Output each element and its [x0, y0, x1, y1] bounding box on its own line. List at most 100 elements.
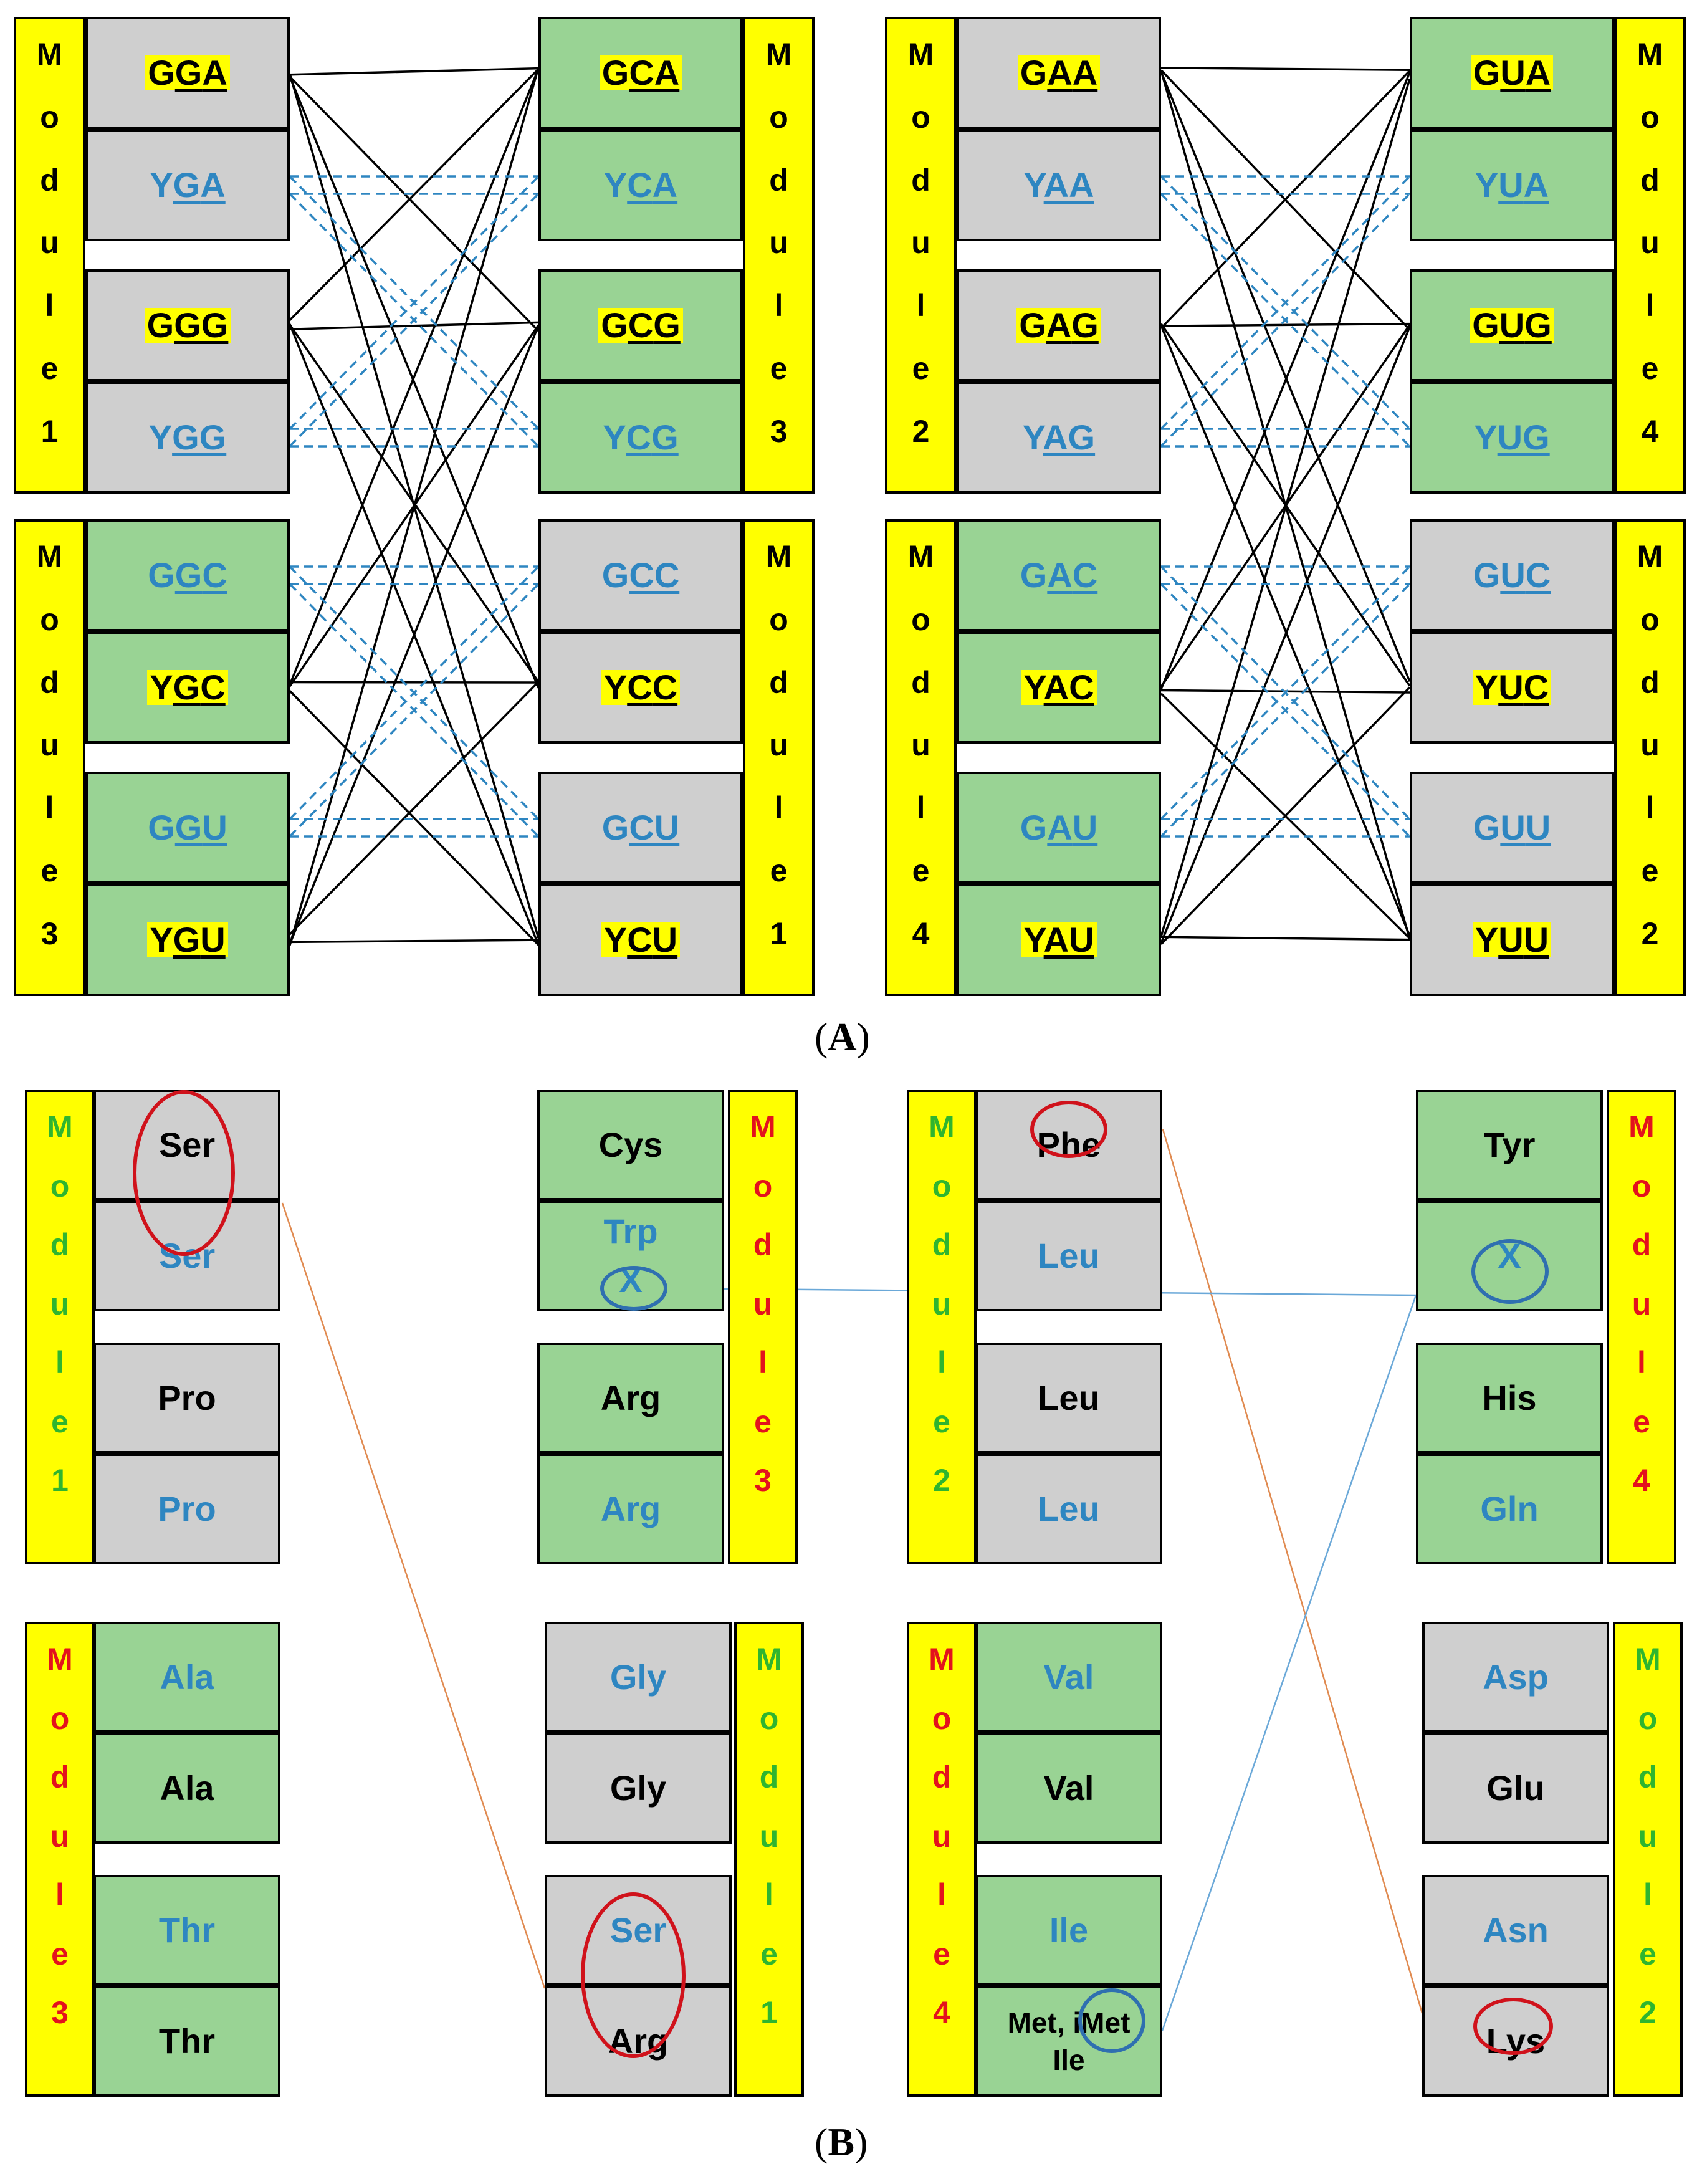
amino-cell-ile: Ile	[975, 1875, 1162, 1986]
amino-text: X	[1498, 1238, 1521, 1273]
codon-cell-yca: YCA	[538, 129, 743, 241]
codon-text: YUA	[1475, 168, 1549, 203]
module-tab-label: Module2	[1614, 541, 1686, 949]
amino-cell-met-imet: Met, iMetIle	[975, 1986, 1162, 2097]
module-tab-label: Module3	[25, 1644, 95, 2028]
amino-cell-gly: Gly	[545, 1733, 732, 1844]
codon-text: GCU	[602, 810, 679, 845]
codon-text: YGC	[147, 670, 227, 705]
codon-text: GGU	[148, 810, 227, 845]
module-tab-label: Module1	[25, 1111, 95, 1496]
codon-cell-yau: YAU	[957, 884, 1161, 996]
amino-cell-val: Val	[975, 1622, 1162, 1733]
amino-cell-asn: Asn	[1422, 1875, 1609, 1986]
module-tab-label: Module4	[1614, 39, 1686, 447]
amino-text: Ser	[159, 1238, 215, 1273]
codon-text: YUU	[1473, 922, 1551, 957]
codon-text: GCC	[602, 558, 679, 593]
amino-text: Gly	[610, 1771, 666, 1806]
amino-text-secondary: Ile	[1053, 2046, 1084, 2074]
codon-cell-ggc: GGC	[85, 519, 290, 631]
codon-text: GGC	[148, 558, 227, 593]
codon-text: YUC	[1473, 670, 1551, 705]
amino-text: Lys	[1486, 2024, 1545, 2059]
amino-cell-ser: Ser	[93, 1200, 280, 1311]
codon-text: GGA	[145, 55, 230, 90]
amino-cell-tyr: Tyr	[1416, 1090, 1603, 1200]
codon-cell-gua: GUA	[1410, 17, 1614, 129]
amino-text: Leu	[1038, 1492, 1100, 1526]
codon-cell-ycc: YCC	[538, 631, 743, 744]
codon-cell-gag: GAG	[957, 269, 1161, 381]
amino-text-secondary: X	[619, 1263, 642, 1298]
amino-text: Cys	[599, 1128, 663, 1162]
codon-text: GAC	[1020, 558, 1097, 593]
codon-cell-yug: YUG	[1410, 381, 1614, 494]
codon-cell-gca: GCA	[538, 17, 743, 129]
amino-text: Phe	[1037, 1128, 1101, 1162]
codon-text: GCG	[598, 308, 683, 343]
codon-text: YAA	[1023, 168, 1094, 203]
codon-cell-gga: GGA	[85, 17, 290, 129]
module-tab-label: Module2	[907, 1111, 977, 1496]
amino-cell-trp: TrpX	[537, 1200, 724, 1311]
amino-text: Thr	[159, 2024, 215, 2059]
amino-text: Val	[1044, 1771, 1094, 1806]
codon-text: YCC	[601, 670, 680, 705]
codon-cell-yuc: YUC	[1410, 631, 1614, 744]
amino-cell-gln: Gln	[1416, 1454, 1603, 1564]
amino-cell-pro: Pro	[93, 1343, 280, 1454]
codon-text: YGG	[149, 420, 226, 455]
codon-cell-yga: YGA	[85, 129, 290, 241]
amino-cell-ser: Ser	[545, 1875, 732, 1986]
codon-cell-ygu: YGU	[85, 884, 290, 996]
amino-cell-pro: Pro	[93, 1454, 280, 1564]
codon-cell-gcc: GCC	[538, 519, 743, 631]
amino-cell-arg: Arg	[537, 1454, 724, 1564]
amino-text: Ala	[160, 1771, 214, 1806]
amino-cell-leu: Leu	[975, 1200, 1162, 1311]
module-tab-label: Module4	[885, 541, 957, 949]
module-tab-label: Module3	[743, 39, 815, 447]
module-tab-label: Module3	[14, 541, 85, 949]
codon-cell-gau: GAU	[957, 772, 1161, 884]
amino-cell-phe: Phe	[975, 1090, 1162, 1200]
module-tab-label: Module2	[1613, 1644, 1683, 2028]
amino-cell-ala: Ala	[93, 1622, 280, 1733]
amino-text: Ser	[159, 1128, 215, 1162]
codon-text: YGA	[150, 168, 225, 203]
module-tab-label: Module3	[728, 1111, 798, 1496]
amino-cell-x: X	[1416, 1200, 1603, 1311]
amino-cell-gly: Gly	[545, 1622, 732, 1733]
codon-cell-ggg: GGG	[85, 269, 290, 381]
codon-cell-gcg: GCG	[538, 269, 743, 381]
amino-text: Ser	[610, 1913, 666, 1948]
codon-text: YCG	[603, 420, 678, 455]
module-tab-label: Module1	[743, 541, 815, 949]
amino-text: Val	[1044, 1660, 1094, 1695]
amino-cell-asp: Asp	[1422, 1622, 1609, 1733]
codon-text: GUU	[1473, 810, 1551, 845]
panel-b-caption: (B)	[815, 2119, 868, 2165]
module-tab-label: Module1	[734, 1644, 804, 2028]
amino-cell-his: His	[1416, 1343, 1603, 1454]
codon-cell-yuu: YUU	[1410, 884, 1614, 996]
module-tab-label: Module1	[14, 39, 85, 447]
panel-a-caption: (A)	[815, 1014, 870, 1060]
codon-text: YAG	[1023, 420, 1095, 455]
codon-cell-ygc: YGC	[85, 631, 290, 744]
codon-cell-ycg: YCG	[538, 381, 743, 494]
module-tab-label: Module2	[885, 39, 957, 447]
amino-text: His	[1482, 1381, 1536, 1415]
amino-cell-ala: Ala	[93, 1733, 280, 1844]
amino-text: Leu	[1038, 1238, 1100, 1273]
amino-text: Tyr	[1484, 1128, 1536, 1162]
amino-cell-thr: Thr	[93, 1986, 280, 2097]
codon-cell-yaa: YAA	[957, 129, 1161, 241]
codon-text: GAU	[1020, 810, 1097, 845]
amino-cell-val: Val	[975, 1733, 1162, 1844]
amino-cell-leu: Leu	[975, 1343, 1162, 1454]
codon-text: YAU	[1021, 922, 1096, 957]
codon-text: YCA	[604, 168, 677, 203]
amino-cell-glu: Glu	[1422, 1733, 1609, 1844]
